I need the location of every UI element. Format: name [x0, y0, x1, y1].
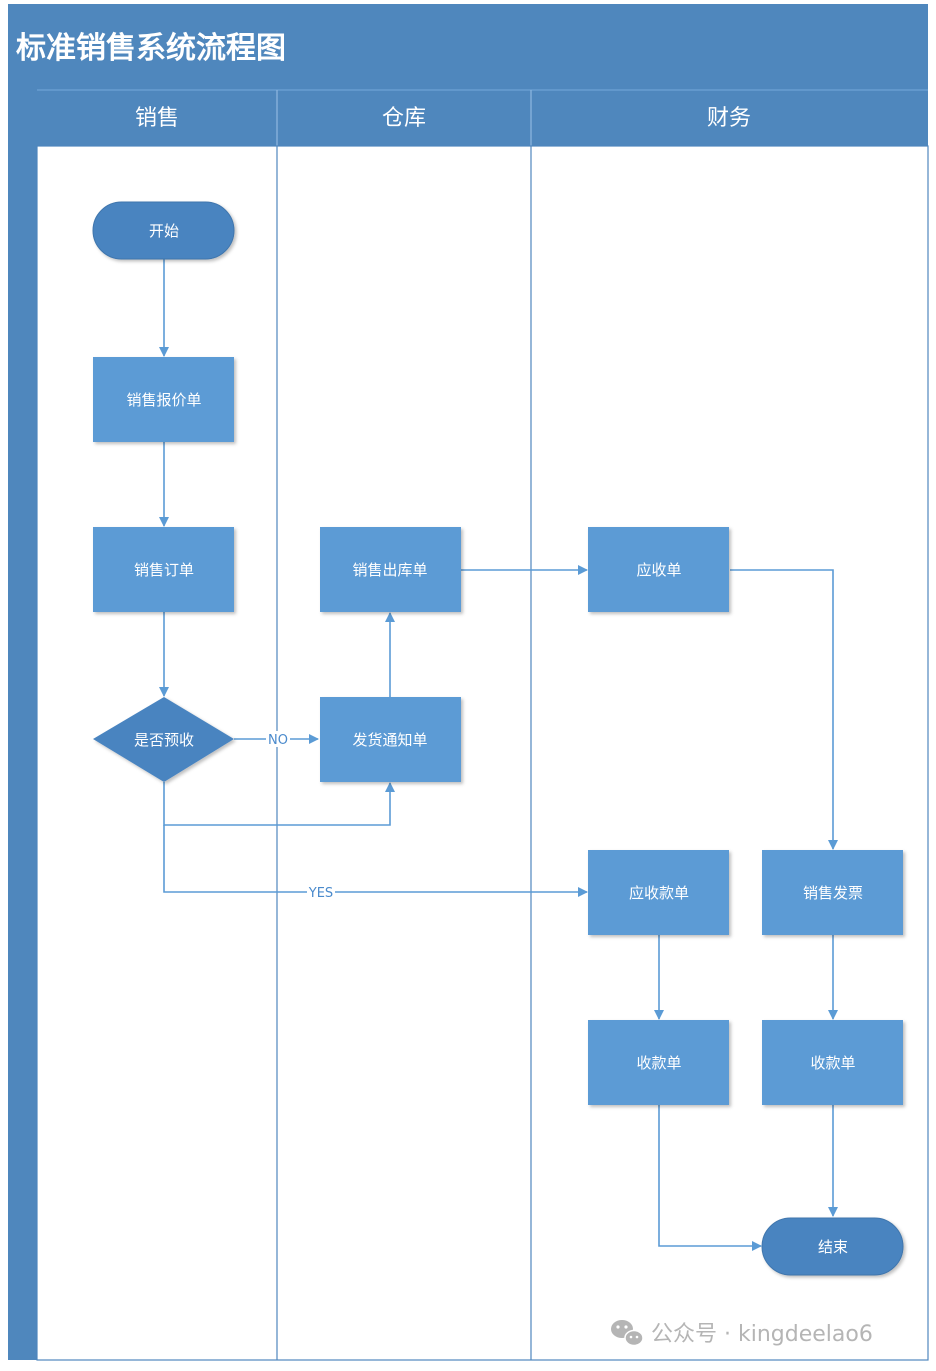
- edge-labels: NO YES: [266, 731, 335, 901]
- node-end: [761, 1217, 904, 1276]
- node-order-label: 销售订单: [134, 561, 194, 579]
- node-delivery-notice: [320, 697, 461, 782]
- node-delivery-notice-label: 发货通知单: [352, 731, 427, 749]
- node-quote: [93, 357, 234, 442]
- edge-receipt-left-to-end: [658, 1105, 762, 1251]
- lane-header-row: 销售 仓库 财务: [37, 89, 928, 146]
- lane-header-finance: 财务: [707, 106, 751, 131]
- edge-label-no: NO: [268, 733, 288, 748]
- title-bar: 标准销售系统流程图: [8, 4, 928, 90]
- node-receipt-right: [762, 1020, 903, 1105]
- node-receipt-left-label: 收款单: [636, 1054, 681, 1072]
- node-decision-label: 是否预收: [134, 731, 194, 749]
- edge-label-yes: YES: [308, 886, 333, 901]
- node-receipt-right-label: 收款单: [810, 1054, 855, 1072]
- node-invoice-label: 销售发票: [803, 884, 863, 902]
- lane-header-warehouse: 仓库: [382, 106, 426, 131]
- node-start: [92, 201, 235, 260]
- wechat-icon: [611, 1320, 644, 1347]
- edge-decision-down-to-notice: [163, 782, 395, 826]
- watermark-text: 公众号 · kingdeelao6: [651, 1322, 873, 1347]
- node-order: [93, 527, 234, 612]
- edge-decision-yes: [163, 825, 588, 897]
- node-receivable-payment-label: 应收款单: [629, 884, 689, 902]
- node-receivable-payment: [588, 850, 729, 935]
- node-outbound: [320, 527, 461, 612]
- node-invoice: [762, 850, 903, 935]
- left-gutter: [8, 90, 37, 1360]
- edge-receivable-to-invoice: [730, 569, 838, 850]
- node-quote-label: 销售报价单: [126, 391, 201, 409]
- watermark: 公众号 · kingdeelao6: [611, 1320, 873, 1347]
- edges: [159, 259, 838, 1251]
- node-receivable-label: 应收单: [636, 561, 681, 579]
- node-outbound-label: 销售出库单: [352, 561, 427, 579]
- lane-header-sales: 销售: [135, 106, 179, 131]
- node-receipt-left: [588, 1020, 729, 1105]
- node-start-label: 开始: [149, 222, 179, 240]
- node-end-label: 结束: [818, 1238, 848, 1256]
- node-decision: [93, 697, 234, 782]
- page-title: 标准销售系统流程图: [16, 31, 286, 66]
- node-receivable: [588, 527, 729, 612]
